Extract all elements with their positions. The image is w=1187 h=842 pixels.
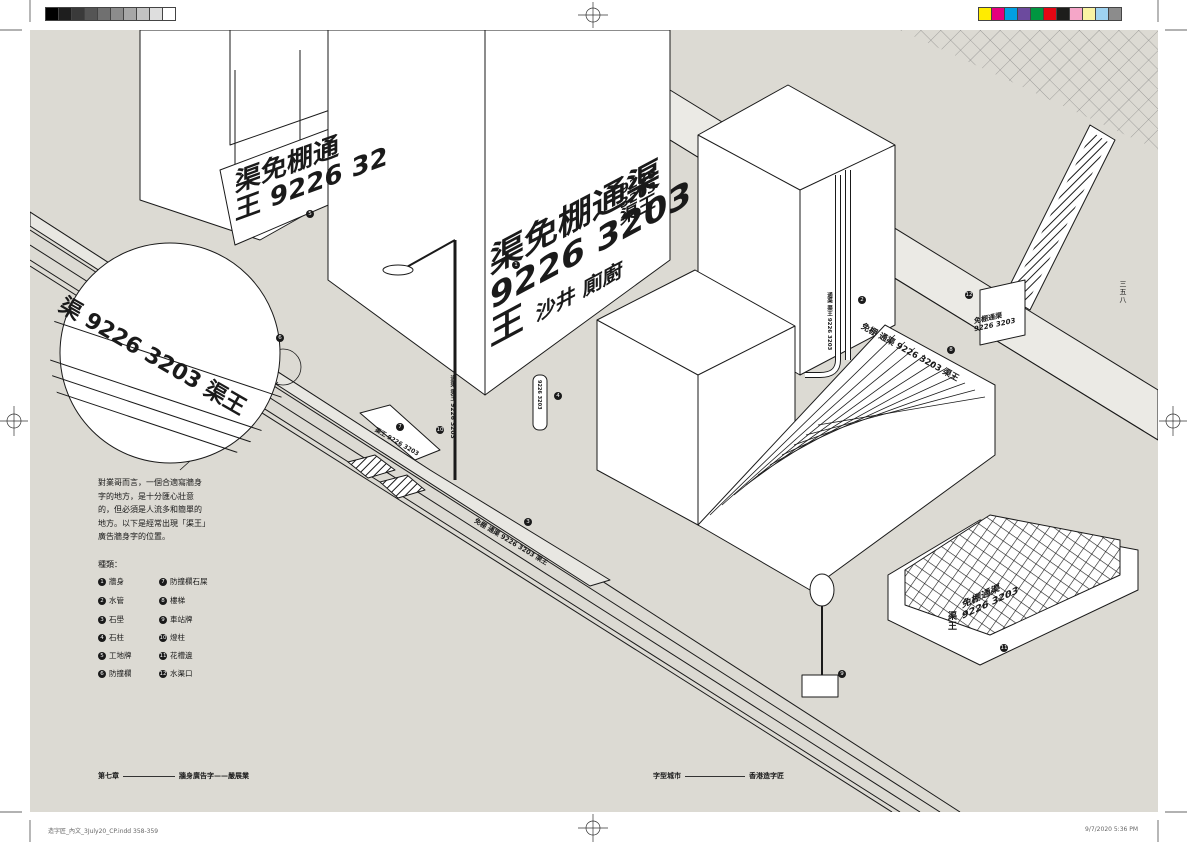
page-number: 三五八 bbox=[1119, 280, 1127, 304]
planter-side-text: 渠王 bbox=[948, 612, 958, 632]
marker-7: 7 bbox=[396, 423, 404, 431]
curb-stone bbox=[359, 404, 441, 461]
marker-1: 1 bbox=[512, 261, 520, 269]
marker-4: 4 bbox=[554, 392, 562, 400]
marker-6: 6 bbox=[276, 334, 284, 342]
book-spread: 渠免棚通 王 9226 32 渠免棚通渠 9226 3203 王 沙井 廁廚 9… bbox=[30, 30, 1158, 812]
marker-5: 5 bbox=[306, 210, 314, 218]
isometric-street-illustration bbox=[30, 30, 1158, 812]
color-swatch bbox=[1108, 7, 1122, 21]
marker-9: 9 bbox=[838, 670, 846, 678]
magnifier-callout bbox=[50, 242, 302, 471]
left-running-footer: 第七章牆身廣告字——嚴展業 bbox=[98, 772, 249, 780]
marker-3: 3 bbox=[524, 518, 532, 526]
gray-swatch bbox=[162, 7, 176, 21]
drain-box bbox=[979, 279, 1026, 346]
marker-10: 10 bbox=[436, 426, 444, 434]
legend-title: 種類： bbox=[98, 560, 122, 569]
marker-8: 8 bbox=[947, 346, 955, 354]
wall-building-front bbox=[484, 30, 671, 396]
marker-11: 11 bbox=[1000, 644, 1008, 652]
lamp-post-text: 通渠 渠王 9226 3203 bbox=[449, 375, 456, 439]
slug-left: 造字匠_內文_3July20_CP.indd 358-359 bbox=[48, 828, 159, 835]
marker-2: 2 bbox=[858, 296, 866, 304]
grayscale-calibration-bar bbox=[45, 7, 176, 21]
slug-right: 9/7/2020 5:36 PM bbox=[1085, 826, 1139, 833]
color-calibration-bar bbox=[978, 7, 1122, 21]
right-running-footer: 字型城市香港造字匠 bbox=[653, 772, 784, 780]
marker-12: 12 bbox=[965, 291, 973, 299]
wall-building-side bbox=[327, 30, 486, 396]
pipe-text: 通渠 渠王 9226 3203 bbox=[826, 292, 832, 351]
pillar-text: 9226 3203 bbox=[536, 380, 542, 410]
crash-barrier bbox=[30, 211, 611, 587]
intro-paragraph: 對業哥而言，一個合適寫牆身 字的地方，是十分匯心壯意 的，但必須是人流多和簡單的… bbox=[98, 478, 210, 541]
